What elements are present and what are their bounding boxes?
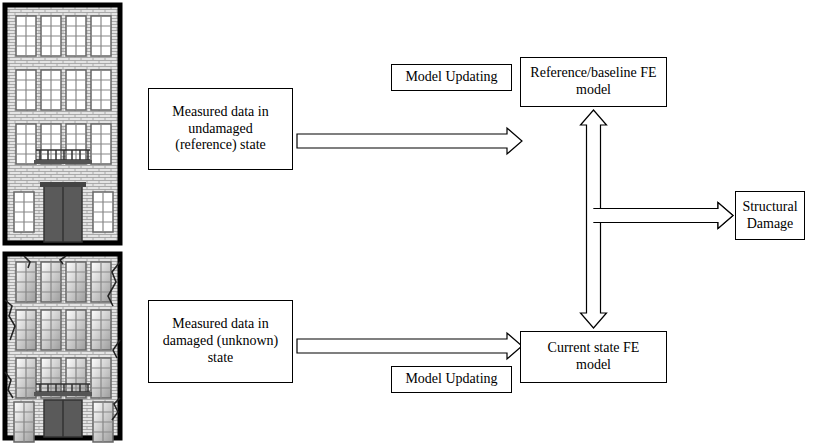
damaged-building — [5, 254, 120, 442]
measurement-box: Measured data in damaged (unknown) state — [148, 300, 293, 383]
measurement-box: Measured data in undamaged (reference) s… — [148, 88, 293, 170]
result-box: Structural Damage — [735, 191, 805, 240]
block-arrow — [297, 333, 522, 359]
box-text: Reference/baseline FE model — [529, 65, 658, 99]
fe-model-box: Current state FE model — [520, 331, 667, 383]
box-text: Current state FE model — [529, 340, 658, 374]
box-text: Measured data in undamaged (reference) s… — [157, 104, 284, 154]
block-arrow — [594, 203, 734, 229]
edge-label: Model Updating — [405, 69, 497, 86]
block-arrow — [297, 128, 522, 154]
fe-model-box: Reference/baseline FE model — [520, 57, 667, 107]
edge-label-box: Model Updating — [391, 366, 512, 393]
undamaged-building — [5, 5, 120, 243]
box-text: Structural Damage — [742, 199, 797, 233]
edge-label-box: Model Updating — [391, 64, 512, 91]
crack-lines — [5, 256, 120, 420]
box-text: Measured data in damaged (unknown) state — [157, 316, 284, 366]
block-arrow — [594, 203, 734, 229]
edge-label: Model Updating — [405, 371, 497, 388]
